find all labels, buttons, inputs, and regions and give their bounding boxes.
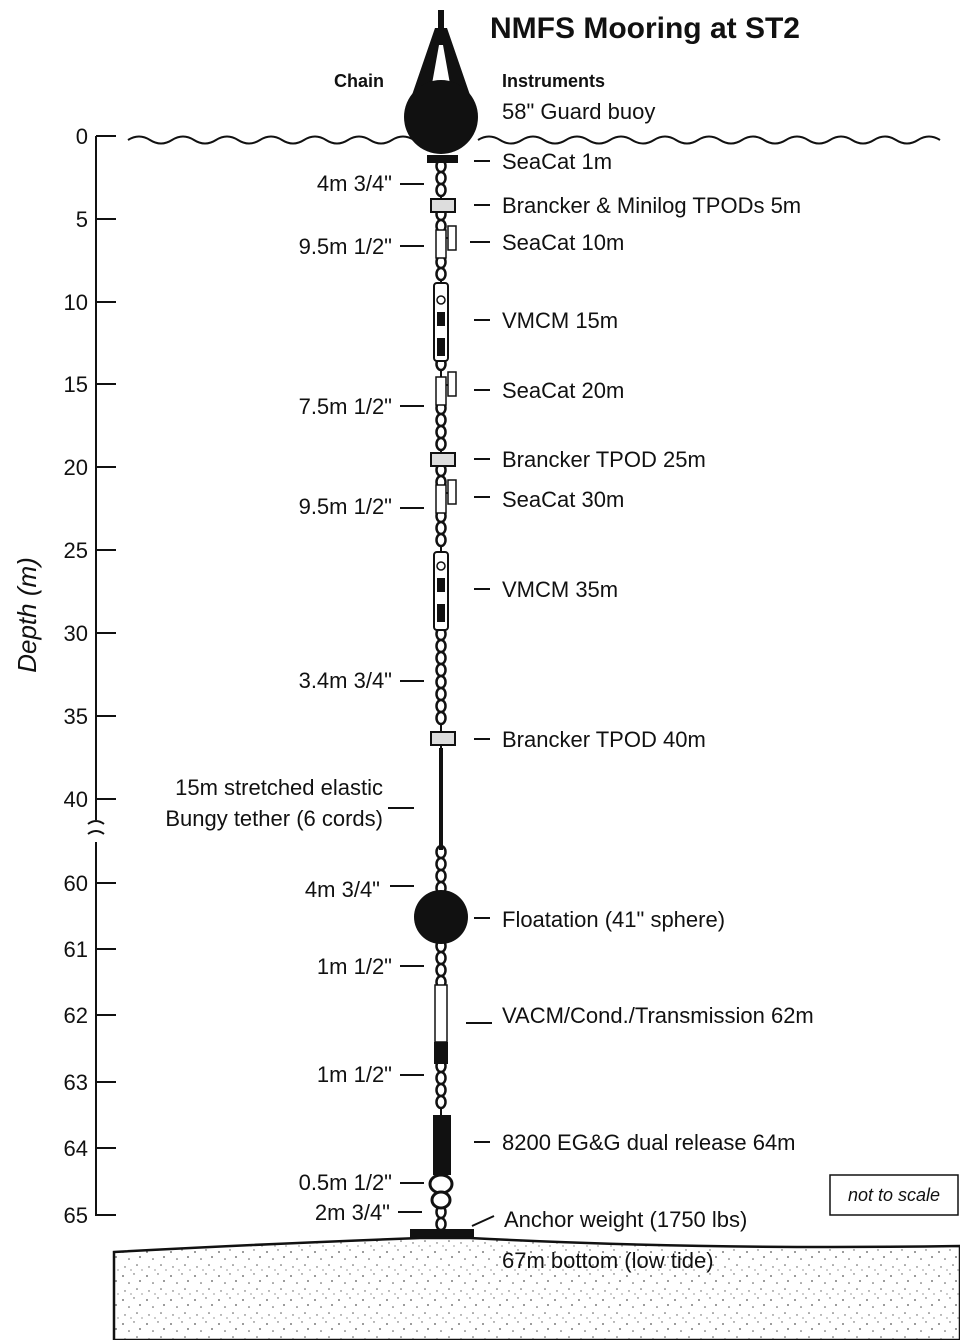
depth-tick-label: 60: [64, 871, 88, 896]
chain-link: [435, 650, 447, 666]
seafloor: [112, 1236, 960, 1340]
seacat-20m-shape: [435, 371, 457, 406]
chain-link: [435, 868, 447, 884]
depth-tick-label: 0: [76, 124, 88, 149]
vmcm-35m-shape: [433, 551, 449, 631]
bottom-depth-label: 67m bottom (low tide): [502, 1248, 714, 1273]
chain-link: [435, 1082, 447, 1098]
chain-segment-label: 1m 1/2": [317, 954, 392, 979]
tether-label-line1: 15m stretched elastic: [175, 775, 383, 800]
chain-link: [435, 182, 447, 198]
chain-segment-label: 3.4m 3/4": [299, 668, 392, 693]
tether-label-line2: Bungy tether (6 cords): [165, 806, 383, 831]
chain-link: [435, 1070, 447, 1086]
depth-tick-label: 15: [64, 372, 88, 397]
chain-segment-label: 7.5m 1/2": [299, 394, 392, 419]
diagram-title: NMFS Mooring at ST2: [490, 12, 800, 45]
chain-link: [435, 520, 447, 536]
chain-link: [435, 266, 447, 282]
chain-link: [435, 686, 447, 702]
vmcm-15m-shape: [433, 282, 449, 362]
seacat-30m-shape: [435, 479, 457, 514]
vacm-62m-shape: [434, 984, 448, 1064]
instrument-label: VMCM 15m: [502, 308, 618, 333]
tpod-5m-shape: [430, 198, 456, 213]
depth-axis: 0 5 10 15 20 25 30 35 40 60 61 62 63 64 65: [64, 124, 116, 1228]
chain-link: [435, 638, 447, 654]
depth-tick-label: 65: [64, 1203, 88, 1228]
floatation-sphere-shape: [414, 890, 468, 944]
instrument-label: VACM/Cond./Transmission 62m: [502, 1003, 814, 1028]
chain-link: [435, 412, 447, 428]
acoustic-release-shape: [433, 1115, 451, 1175]
instrument-label: Anchor weight (1750 lbs): [504, 1207, 747, 1232]
chain-link: [435, 710, 447, 726]
instrument-label: Brancker TPOD 25m: [502, 447, 706, 472]
depth-tick-label: 62: [64, 1003, 88, 1028]
seacat-10m-shape: [435, 225, 457, 259]
depth-tick-label: 25: [64, 538, 88, 563]
chain-segment-label: 9.5m 1/2": [299, 234, 392, 259]
chain-link: [435, 698, 447, 714]
chain-segment-label: 4m 3/4": [317, 171, 392, 196]
chain-segment-label: 4m 3/4": [305, 877, 380, 902]
chain-link: [435, 424, 447, 440]
depth-tick-label: 10: [64, 290, 88, 315]
depth-axis-label: Depth (m): [12, 557, 42, 673]
chain-segment-label: 9.5m 1/2": [299, 494, 392, 519]
instrument-label: Brancker TPOD 40m: [502, 727, 706, 752]
chain-link: [435, 532, 447, 548]
guard-buoy-label: 58" Guard buoy: [502, 99, 655, 124]
water-surface: [127, 135, 941, 145]
depth-tick-label: 5: [76, 207, 88, 232]
instrument-label: SeaCat 20m: [502, 378, 624, 403]
seacat-1m-shape: [427, 155, 458, 163]
axis-break-icon: [87, 820, 105, 835]
depth-tick-label: 64: [64, 1136, 88, 1161]
instrument-label: VMCM 35m: [502, 577, 618, 602]
chain-link: [435, 856, 447, 872]
instrument-leaders: [466, 160, 495, 1227]
instrument-label: Floatation (41" sphere): [502, 907, 725, 932]
chain-link: [435, 662, 447, 678]
chain-leaders: [388, 183, 424, 1213]
depth-tick-label: 35: [64, 704, 88, 729]
instrument-label: SeaCat 10m: [502, 230, 624, 255]
instrument-label: Brancker & Minilog TPODs 5m: [502, 193, 801, 218]
chain-link: [435, 1216, 447, 1232]
chain-link: [435, 170, 447, 186]
depth-tick-label: 30: [64, 621, 88, 646]
chain-link: [435, 1094, 447, 1110]
guard-buoy: [404, 10, 478, 154]
chain-segment-label: 2m 3/4": [315, 1200, 390, 1225]
release-shackles: [428, 1173, 454, 1210]
depth-tick-label: 20: [64, 455, 88, 480]
chain-link: [435, 950, 447, 966]
depth-tick-label: 61: [64, 937, 88, 962]
scale-note-text: not to scale: [848, 1185, 940, 1205]
instruments-column-header: Instruments: [502, 71, 605, 91]
anchor-weight-shape: [410, 1229, 474, 1238]
instrument-label: 8200 EG&G dual release 64m: [502, 1130, 796, 1155]
chain-link: [435, 674, 447, 690]
tpod-40m-shape: [430, 731, 456, 746]
chain-column-header: Chain: [334, 71, 384, 91]
chain-link: [435, 962, 447, 978]
chain-link: [435, 436, 447, 452]
chain-segment-label: 0.5m 1/2": [299, 1170, 392, 1195]
depth-tick-label: 63: [64, 1070, 88, 1095]
depth-tick-label: 40: [64, 787, 88, 812]
instrument-label: SeaCat 1m: [502, 149, 612, 174]
tpod-25m-shape: [430, 452, 456, 467]
chain-segment-label: 1m 1/2": [317, 1062, 392, 1087]
scale-note: not to scale: [829, 1174, 959, 1216]
instrument-label: SeaCat 30m: [502, 487, 624, 512]
